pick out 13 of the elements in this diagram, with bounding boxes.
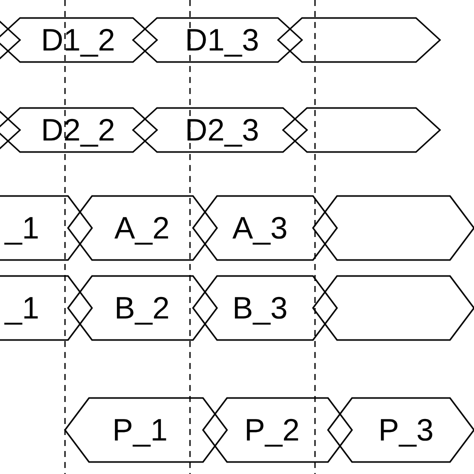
signal-value-label: A_2 [114, 212, 170, 244]
signal-value-label: P_2 [244, 414, 300, 446]
signal-value-label: D1_3 [184, 24, 260, 56]
signal-value-label: D2_2 [40, 114, 116, 146]
signal-value-label: P_3 [378, 414, 434, 446]
signal-value-label: _1 [4, 212, 40, 244]
signal-value-label: B_2 [114, 292, 170, 324]
signal-value-label: D2_3 [184, 114, 260, 146]
signal-value-label: D1_2 [40, 24, 116, 56]
signal-value-label: A_3 [232, 212, 288, 244]
signal-value-label: _1 [4, 292, 40, 324]
signal-value-label: P_1 [112, 414, 168, 446]
signal-value-label: B_3 [232, 292, 288, 324]
